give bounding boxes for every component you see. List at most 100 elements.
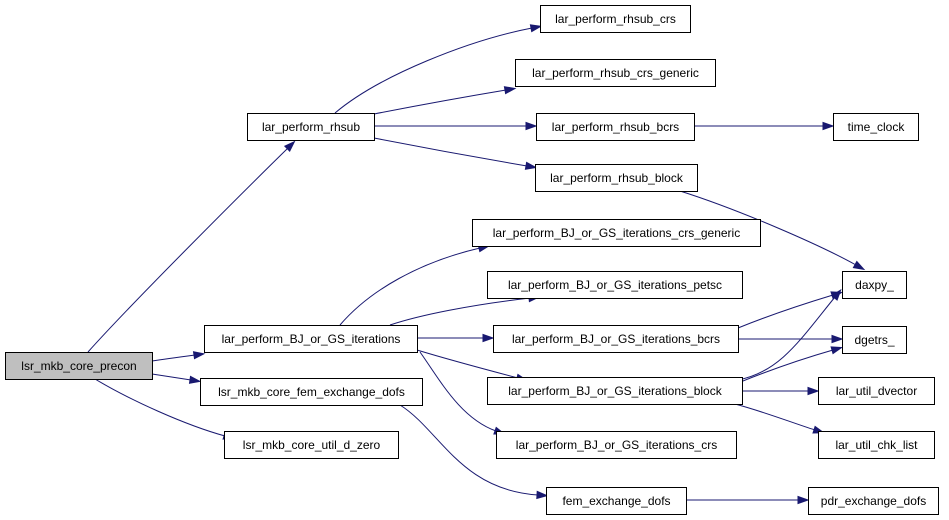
node-box — [487, 271, 743, 299]
edge-fem_exchange_dofs-to-pdr_exchange_dofs — [685, 495, 810, 505]
node-lar-util-chk-list[interactable]: lar_util_chk_list — [818, 431, 935, 459]
node-lsr-mkb-core-fem-exchange-dofs[interactable]: lsr_mkb_core_fem_exchange_dofs — [200, 378, 423, 406]
node-label: lar_perform_BJ_or_GS_iterations — [222, 332, 401, 346]
node-lar-perform-rhsub-crs[interactable]: lar_perform_rhsub_crs — [540, 5, 691, 33]
node-box — [540, 5, 691, 33]
edge-lsr_mkb_core_precon-to-lsr_mkb_core_fem_exchange_dofs — [151, 373, 202, 384]
node-box — [818, 431, 935, 459]
edge-arrowhead — [831, 334, 844, 344]
node-label: lar_perform_BJ_or_GS_iterations_petsc — [508, 278, 722, 292]
node-box — [204, 325, 418, 353]
node-box — [842, 326, 907, 354]
edge-arrowhead — [188, 375, 202, 384]
edge-lar_perform_BJ_or_GS_iterations-to-lar_perform_BJ_or_GS_iterations_crs_generic — [339, 244, 491, 326]
node-fem-exchange-dofs[interactable]: fem_exchange_dofs — [546, 487, 687, 515]
node-label: lar_perform_BJ_or_GS_iterations_bcrs — [512, 332, 720, 346]
node-lar-perform-BJ-or-GS-iterations-block[interactable]: lar_perform_BJ_or_GS_iterations_block — [487, 377, 743, 405]
node-label: dgetrs_ — [854, 333, 894, 347]
edge-lar_perform_BJ_or_GS_iterations_block-to-lar_util_dvector — [742, 386, 820, 396]
node-lsr-mkb-core-util-d-zero[interactable]: lsr_mkb_core_util_d_zero — [224, 431, 399, 459]
edge-lar_perform_BJ_or_GS_iterations_block-to-dgetrs_ — [737, 346, 844, 384]
edge-arrowhead — [529, 24, 543, 33]
node-label: lsr_mkb_core_fem_exchange_dofs — [218, 385, 405, 399]
edge-lsr_mkb_core_precon-to-lar_perform_rhsub — [87, 140, 296, 353]
node-box — [515, 59, 716, 87]
edge-lar_perform_rhsub-to-lar_perform_rhsub_bcrs — [374, 121, 538, 131]
node-lar-perform-BJ-or-GS-iterations-crs[interactable]: lar_perform_BJ_or_GS_iterations_crs — [496, 431, 737, 459]
node-label: lar_perform_BJ_or_GS_iterations_crs — [516, 438, 717, 452]
call-edges — [87, 24, 866, 505]
edge-lar_perform_BJ_or_GS_iterations_bcrs-to-dgetrs_ — [738, 334, 844, 344]
edge-arrowhead — [852, 260, 866, 271]
edge-line — [737, 294, 834, 329]
edge-arrowhead — [822, 121, 835, 131]
edge-line — [373, 89, 507, 115]
node-label: daxpy_ — [855, 278, 894, 292]
node-label: lar_perform_rhsub_crs_generic — [532, 66, 699, 80]
node-lar-perform-rhsub[interactable]: lar_perform_rhsub — [247, 113, 375, 141]
node-label: pdr_exchange_dofs — [821, 494, 926, 508]
edge-line — [87, 147, 289, 353]
edge-lar_perform_rhsub-to-lar_perform_rhsub_block — [373, 137, 538, 170]
edge-arrowhead — [830, 288, 842, 301]
node-label: lsr_mkb_core_util_d_zero — [243, 438, 381, 452]
node-lar-perform-rhsub-crs-generic[interactable]: lar_perform_rhsub_crs_generic — [515, 59, 716, 87]
edge-lar_perform_rhsub-to-lar_perform_rhsub_crs — [334, 24, 543, 114]
node-box — [535, 164, 698, 192]
node-lar-perform-rhsub-bcrs[interactable]: lar_perform_rhsub_bcrs — [536, 113, 695, 141]
edge-lar_perform_BJ_or_GS_iterations_bcrs-to-daxpy_ — [737, 291, 844, 329]
edge-line — [339, 247, 481, 326]
edge-line — [399, 404, 539, 496]
node-box — [496, 431, 737, 459]
node-label: lar_util_chk_list — [835, 438, 918, 452]
edge-arrowhead — [536, 490, 549, 500]
edge-line — [94, 378, 226, 437]
node-box — [842, 271, 907, 299]
edge-arrowhead — [797, 495, 810, 505]
node-daxpy-[interactable]: daxpy_ — [842, 271, 907, 299]
edge-arrowhead — [524, 161, 538, 170]
node-label: lar_perform_rhsub — [262, 120, 360, 134]
node-lar-perform-BJ-or-GS-iterations-bcrs[interactable]: lar_perform_BJ_or_GS_iterations_bcrs — [493, 325, 739, 353]
edge-line — [389, 297, 531, 326]
node-time-clock[interactable]: time_clock — [833, 113, 919, 141]
node-label: time_clock — [848, 120, 906, 134]
node-label: fem_exchange_dofs — [562, 494, 670, 508]
node-label: lsr_mkb_core_precon — [21, 359, 136, 373]
edge-lar_perform_rhsub_bcrs-to-time_clock — [694, 121, 835, 131]
node-label: lar_perform_BJ_or_GS_iterations_block — [508, 384, 722, 398]
node-lsr-mkb-core-precon: lsr_mkb_core_precon — [5, 352, 153, 380]
node-box — [200, 378, 423, 406]
edge-lsr_mkb_core_precon-to-lar_perform_BJ_or_GS_iterations — [151, 351, 206, 362]
edge-line — [737, 296, 836, 381]
edge-line — [734, 403, 816, 431]
call-nodes: lsr_mkb_core_precon lar_perform_rhsub lar_… — [5, 5, 939, 515]
edge-arrowhead — [482, 333, 495, 343]
edge-line — [373, 137, 528, 167]
node-lar-util-dvector[interactable]: lar_util_dvector — [818, 377, 935, 405]
node-box — [833, 113, 919, 141]
node-box — [536, 113, 695, 141]
node-lar-perform-BJ-or-GS-iterations[interactable]: lar_perform_BJ_or_GS_iterations — [204, 325, 418, 353]
node-box — [808, 487, 939, 515]
node-box — [818, 377, 935, 405]
node-label: lar_perform_rhsub_block — [550, 171, 684, 185]
edge-lar_perform_BJ_or_GS_iterations-to-lar_perform_BJ_or_GS_iterations_petsc — [389, 293, 541, 326]
edge-arrowhead — [525, 121, 538, 131]
edge-arrowhead — [503, 86, 517, 95]
edge-arrowhead — [192, 351, 206, 360]
node-box — [493, 325, 739, 353]
edge-lar_perform_rhsub-to-lar_perform_rhsub_crs_generic — [373, 86, 517, 115]
node-lar-perform-BJ-or-GS-iterations-petsc[interactable]: lar_perform_BJ_or_GS_iterations_petsc — [487, 271, 743, 299]
edge-line — [151, 354, 196, 362]
edge-lar_perform_BJ_or_GS_iterations_block-to-daxpy_ — [737, 288, 842, 381]
node-label: lar_perform_BJ_or_GS_iterations_crs_gene… — [493, 226, 740, 240]
node-lar-perform-BJ-or-GS-iterations-crs-generic[interactable]: lar_perform_BJ_or_GS_iterations_crs_gene… — [472, 219, 761, 247]
node-dgetrs-[interactable]: dgetrs_ — [842, 326, 907, 354]
edge-lsr_mkb_core_fem_exchange_dofs-to-fem_exchange_dofs — [399, 404, 549, 500]
edge-lar_perform_rhsub_block-to-daxpy_ — [679, 190, 866, 271]
node-label: lar_util_dvector — [836, 384, 917, 398]
node-lar-perform-rhsub-block[interactable]: lar_perform_rhsub_block — [535, 164, 698, 192]
node-box — [472, 219, 761, 247]
node-pdr-exchange-dofs[interactable]: pdr_exchange_dofs — [808, 487, 939, 515]
